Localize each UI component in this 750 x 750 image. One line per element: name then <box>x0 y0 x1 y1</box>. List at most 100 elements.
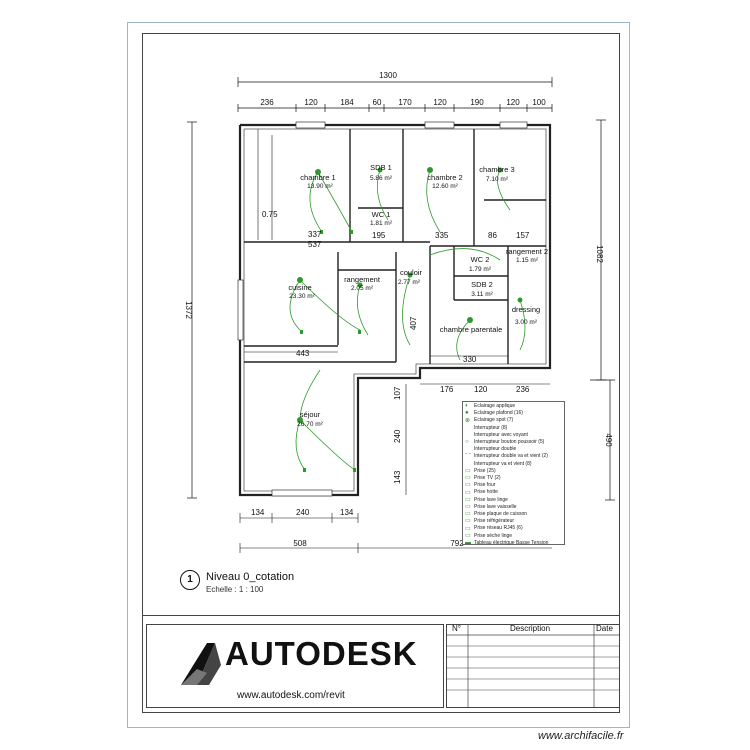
dim-top-seg-8: 100 <box>532 98 546 107</box>
legend-item: ⌒Interrupteur (8) <box>465 425 562 432</box>
room-sdb-1: SDB 1 <box>370 163 392 172</box>
dim-top-seg-7: 120 <box>506 98 520 107</box>
right-dimension-lines <box>590 119 615 501</box>
room-dressing-area: 3.00 m² <box>515 319 538 326</box>
legend-label: Interrupteur (8) <box>474 424 508 431</box>
legend-label: Prise lave linge <box>474 496 508 503</box>
room-couloir: couloir <box>400 268 423 277</box>
room-rangement-area: 2.05 m² <box>351 285 374 292</box>
room-sdb-2: SDB 2 <box>471 280 493 289</box>
revision-grid <box>446 624 620 708</box>
oven-outlet-icon: ▭ <box>465 482 471 489</box>
dim-inner-1: 337 <box>308 230 322 239</box>
inner-dim-lines <box>239 351 552 553</box>
legend-item: ●Eclairage plafond (16) <box>465 410 562 417</box>
spot-light-icon: ⊗ <box>465 417 471 424</box>
network-outlet-icon: ▭ <box>465 525 471 532</box>
hood-outlet-icon: ▭ <box>465 489 471 496</box>
room-sdb-2-area: 3.11 m² <box>471 291 493 298</box>
legend-label: Interrupteur avec voyant <box>474 431 528 438</box>
inner-dimensions: 0.75 337 537 195 335 86 157 407 443 330 … <box>251 210 530 517</box>
legend-item: ▭Prise hotte <box>465 489 562 496</box>
dim-top-seg-3: 60 <box>373 98 382 107</box>
room-wc-2-area: 1.79 m² <box>469 266 492 273</box>
room-chambre-3: chambre 3 <box>479 165 514 174</box>
room-wc-2: WC 2 <box>471 255 490 264</box>
title-block: AUTODESK www.autodesk.com/revit N° Descr… <box>142 615 620 714</box>
legend-item: ▭Prise réseau RJ45 (6) <box>465 525 562 532</box>
room-labels: chambre 1 13.90 m² SDB 1 5.86 m² chambre… <box>288 163 548 428</box>
room-chambre-parentale: chambre parentale <box>440 325 503 334</box>
legend-label: Interrupteur va et vient (8) <box>474 460 532 467</box>
legend-item: ◐ Eclairage applique <box>465 403 562 410</box>
dim-inner-13: 107 <box>393 386 402 400</box>
tv-outlet-icon: ▭ <box>465 475 471 482</box>
legend-item: ▭Prise sèche linge <box>465 533 562 540</box>
legend-label: Interrupteur bouton poussoir (5) <box>474 439 545 446</box>
cooktop-outlet-icon: ▭ <box>465 511 471 518</box>
dim-inner-9: 330 <box>463 355 477 364</box>
revision-table: N° Description Date <box>446 624 620 708</box>
dim-top-seg-6: 190 <box>470 98 484 107</box>
room-cuisine: cuisine <box>288 283 311 292</box>
double-switch-icon: ⌒ <box>465 446 472 453</box>
legend-label: Eclairage plafond (16) <box>474 410 523 417</box>
legend-label: Interrupteur double <box>474 446 517 453</box>
dim-bottom-right: 792 <box>450 539 464 548</box>
autodesk-logo-icon <box>181 643 221 685</box>
dim-right-bottom: 490 <box>604 433 613 447</box>
legend-item: ▭Prise lave vaisselle <box>465 504 562 511</box>
legend-label: Prise sèche linge <box>474 532 513 539</box>
sheet-inner-border <box>142 33 620 713</box>
legend-item: ⌒Interrupteur double va et vient (2) <box>465 453 562 460</box>
room-cuisine-area: 23.30 m² <box>289 293 315 300</box>
push-button-icon: ○ <box>465 439 469 446</box>
legend-item: ▭Prise four <box>465 482 562 489</box>
legend-label: Prise TV (2) <box>474 475 501 482</box>
dim-inner-8: 443 <box>296 349 310 358</box>
legend-label: Prise lave vaisselle <box>474 503 517 510</box>
dim-right-top: 1082 <box>595 245 604 263</box>
applique-icon: ◐ <box>465 403 469 410</box>
legend-item: ○ Interrupteur bouton poussoir (5) <box>465 439 562 446</box>
dim-inner-6: 157 <box>516 231 530 240</box>
electrical-symbols <box>297 167 523 472</box>
dim-inner-18: 134 <box>340 508 354 517</box>
rev-col-date: Date <box>596 624 613 633</box>
switch-icon: ⌒ <box>465 424 472 431</box>
dim-inner-11: 120 <box>474 385 488 394</box>
dim-top-segments: 236 120 184 60 170 120 190 120 100 <box>260 98 546 107</box>
top-dimension-line <box>237 77 553 112</box>
outlet-icon: ▭ <box>465 467 471 474</box>
dim-top-seg-2: 184 <box>340 98 354 107</box>
legend-label: Interrupteur double va et vient (2) <box>474 453 548 460</box>
legend-item: ▬Tableau électrique Basse Tension <box>465 540 562 547</box>
legend-label: Eclairage applique <box>474 403 516 409</box>
dim-inner-0: 0.75 <box>262 210 278 219</box>
legend-item: ▭Prise TV (2) <box>465 475 562 482</box>
dim-inner-16: 134 <box>251 508 265 517</box>
brand-wordmark: AUTODESK <box>225 635 418 672</box>
legend-label: Tableau électrique Basse Tension <box>474 539 549 546</box>
watermark: www.archifacile.fr <box>538 730 624 742</box>
level-number: 1 <box>180 570 200 590</box>
legend-label: Prise réseau RJ45 (6) <box>474 525 523 532</box>
legend-item: ⌒Interrupteur double <box>465 446 562 453</box>
dim-left-total: 1372 <box>184 301 193 319</box>
sheet-outer-border <box>127 22 630 728</box>
rev-col-no: N° <box>452 624 461 633</box>
room-chambre-1-area: 13.90 m² <box>307 183 333 190</box>
electrical-circuits <box>289 169 526 471</box>
legend-item: ▭Prise (25) <box>465 468 562 475</box>
room-rangement: rangement <box>344 275 381 284</box>
dim-inner-12: 236 <box>516 385 530 394</box>
level-scale: Echelle : 1 : 100 <box>206 585 264 594</box>
dim-inner-14: 240 <box>393 429 402 443</box>
legend-item: ⌒Interrupteur avec voyant <box>465 432 562 439</box>
logo-box: AUTODESK www.autodesk.com/revit <box>146 624 444 708</box>
room-wc-1-area: 1.81 m² <box>370 220 393 227</box>
legend-item: ▭Prise réfrigérateur <box>465 518 562 525</box>
level-name: Niveau 0_cotation <box>206 571 295 583</box>
room-rangement-2-area: 1.15 m² <box>516 257 539 264</box>
